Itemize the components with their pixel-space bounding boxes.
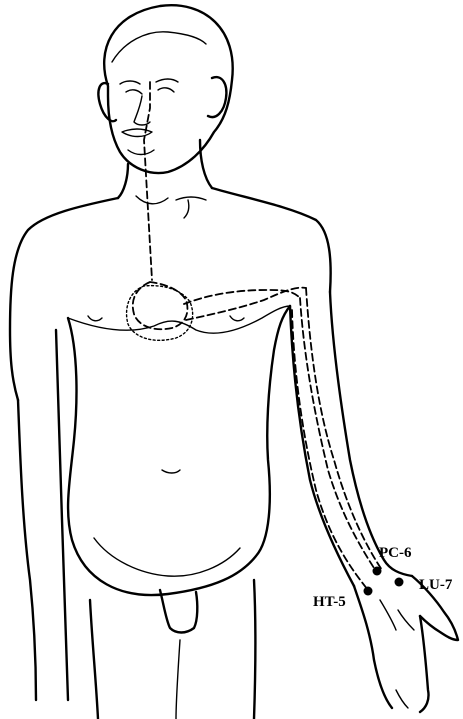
point-pc6-label: PC-6 [379,545,412,561]
meridian-pathways [127,82,382,590]
point-pc6-marker [373,567,382,576]
left-arm [18,330,68,700]
point-lu7-marker [395,578,404,587]
head [98,5,232,173]
point-lu7-label: LU-7 [419,577,453,593]
face-to-heart-channel [144,82,152,280]
neck [118,140,212,218]
point-ht5-label: HT-5 [313,594,346,610]
right-arm [290,292,412,586]
right-hand [354,576,458,712]
point-ht5-marker [364,587,373,596]
chest-to-arm-channel-2 [186,288,306,320]
pelvis-and-legs [90,580,256,719]
